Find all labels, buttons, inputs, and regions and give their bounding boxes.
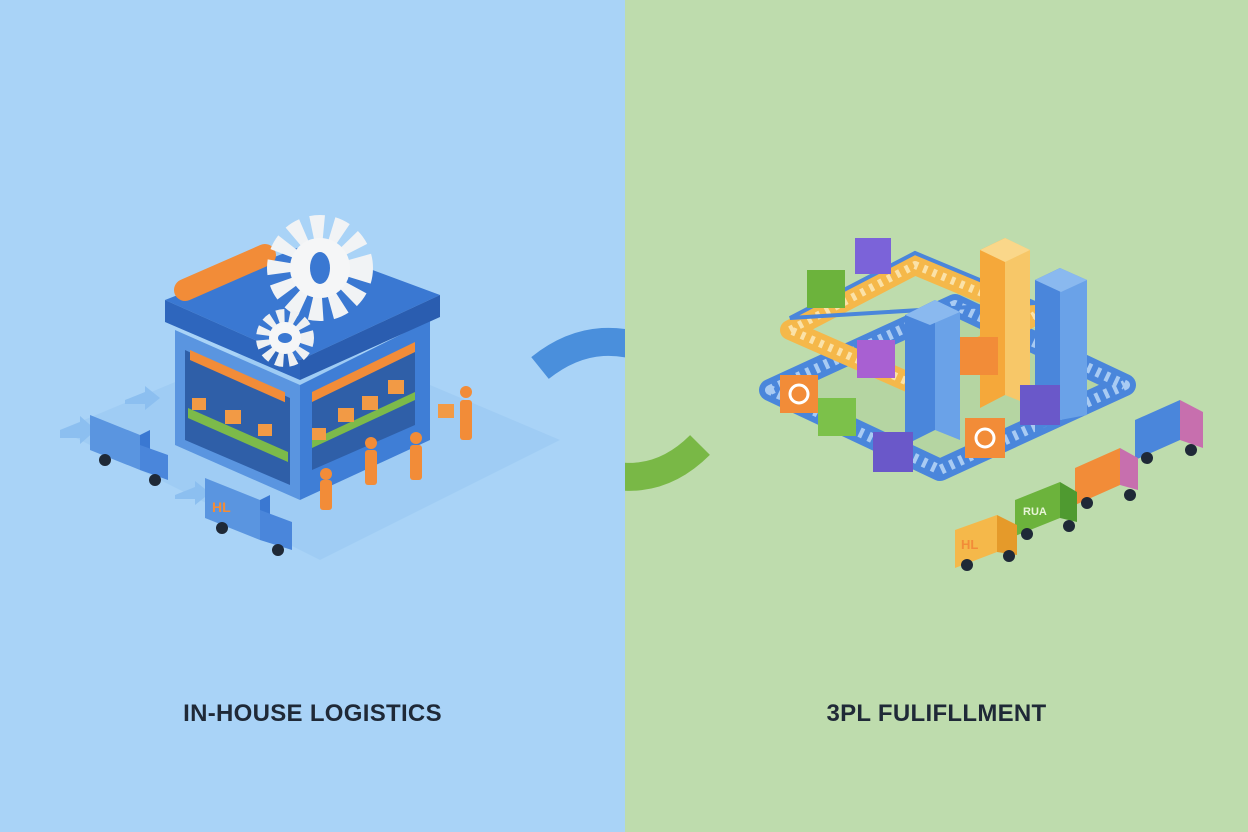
sync-arrows-icon (531, 327, 625, 380)
flow-arrows-icon (60, 386, 210, 505)
truck-icon (1075, 448, 1138, 509)
3pl-caption: 3PL FULIFLLMENT (826, 700, 1047, 727)
box-icon (780, 238, 1060, 472)
truck-icon: RUA (1015, 482, 1077, 540)
sync-arrows-icon (625, 434, 710, 491)
3pl-panel: RUA HL 3PL FULIFLLMENT (625, 0, 1248, 832)
worker-icon (320, 386, 472, 510)
truck-icon: HL (955, 515, 1017, 571)
in-house-panel: HL IN-HOUSE LOGISTICS (0, 0, 625, 832)
truck-label: HL (961, 537, 978, 552)
truck-label: RUA (1023, 506, 1047, 518)
truck-label: HL (212, 499, 231, 515)
gear-icon (256, 215, 373, 367)
in-house-caption: IN-HOUSE LOGISTICS (183, 700, 442, 727)
truck-icon (90, 415, 168, 486)
truck-icon: HL (205, 478, 292, 556)
in-house-illustration: HL (60, 215, 625, 556)
truck-icon (1135, 400, 1203, 464)
3pl-illustration: RUA HL (625, 238, 1203, 571)
